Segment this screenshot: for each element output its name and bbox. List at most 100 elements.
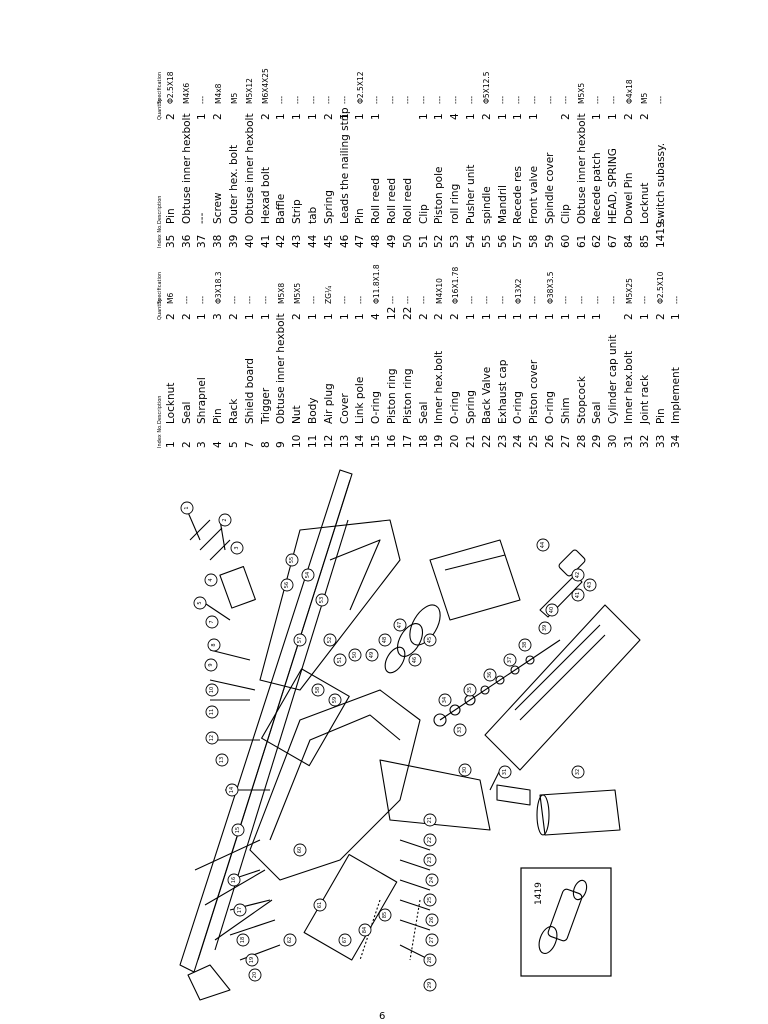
cell-description: Piston ring [401, 368, 414, 424]
cell-specification: M5 [229, 92, 239, 104]
cell-index-no: 15 [370, 434, 383, 448]
callout-balloon: 21 [423, 813, 437, 827]
callout-balloon: 24 [425, 873, 439, 887]
cell-description: Seal [591, 401, 604, 424]
callout-circle [207, 638, 221, 652]
cell-specification: Φ3X18.3 [213, 271, 223, 304]
callout-circle [315, 593, 329, 607]
cell-quantity: 1 [259, 313, 272, 320]
callout-circle [408, 653, 422, 667]
cell-description: roll ring [449, 183, 462, 224]
callout-balloon: 50 [348, 648, 362, 662]
callout-circle [348, 648, 362, 662]
page-number: 6 [379, 1011, 386, 1022]
header-index-no: Index No. [157, 424, 163, 448]
cell-description: tab [307, 206, 320, 224]
cell-index-no: 16 [386, 434, 399, 448]
cell-description: Link pole [354, 376, 367, 424]
cell-index-no: 62 [591, 234, 604, 248]
cell-specification: --- [608, 295, 618, 304]
cell-quantity: 2 [212, 113, 225, 120]
callout-circle [423, 813, 437, 827]
callout-circle [571, 568, 585, 582]
cell-quantity: 2 [180, 313, 193, 320]
callout-number: 25 [427, 897, 433, 903]
cell-index-no: 43 [291, 234, 304, 248]
cell-specification: --- [419, 295, 429, 304]
callout-circle [423, 633, 437, 647]
callout-balloon: 39 [538, 621, 552, 635]
callout-balloon: 9 [204, 658, 218, 672]
callout-balloon: 35 [463, 683, 477, 697]
cell-index-no: 5 [228, 441, 241, 448]
cell-quantity: 1 [338, 313, 351, 320]
cell-index-no: 36 [180, 234, 193, 248]
callout-number: 59 [332, 697, 338, 703]
cell-specification: Φ13X2 [513, 278, 523, 304]
cell-quantity: 2 [259, 113, 272, 120]
callout-number: 35 [467, 687, 473, 693]
cell-index-no: 26 [544, 434, 557, 448]
cell-index-no: 18 [417, 434, 430, 448]
cell-quantity: 1 [307, 313, 320, 320]
cell-index-no: 35 [164, 234, 177, 248]
cell-index-no: 22 [480, 434, 493, 448]
cell-specification: --- [561, 95, 571, 104]
cell-description: O-ring [449, 391, 462, 424]
callout-number: 67 [342, 937, 348, 943]
header-description: Description [157, 195, 163, 224]
cell-description: spindle [480, 186, 493, 224]
callout-circle [180, 501, 194, 515]
cell-specification: --- [592, 95, 602, 104]
cell-quantity: 1 [528, 113, 541, 120]
recede-res [539, 789, 621, 836]
cell-description: Roll reed [401, 177, 414, 224]
callout-number: 20 [252, 972, 258, 978]
callout-number: 46 [412, 657, 418, 663]
cell-index-no: 12 [322, 434, 335, 448]
callout-balloon: 57 [293, 633, 307, 647]
cell-description: O-ring [544, 391, 557, 424]
cell-specification: M6 [166, 292, 176, 304]
cell-specification: --- [403, 295, 413, 304]
callout-circle [358, 923, 372, 937]
cell-description: Back Valve [480, 366, 493, 424]
callout-number: 40 [549, 607, 555, 613]
callout-number: 56 [284, 582, 290, 588]
cell-index-no: 51 [417, 234, 430, 248]
cell-description: Locknut [638, 182, 651, 224]
callout-number: 52 [327, 637, 333, 643]
callout-balloon: 10 [205, 683, 219, 697]
cell-specification: --- [340, 95, 350, 104]
callout-balloon: 20 [248, 968, 262, 982]
callout-balloon: 28 [423, 953, 437, 967]
cell-quantity: 2 [480, 113, 493, 120]
switch-inset-frame [520, 867, 612, 977]
callout-number: 21 [427, 817, 433, 823]
callout-balloon: 18 [236, 933, 250, 947]
cell-description: Obtuse inner hexbolt [243, 113, 256, 224]
cell-description: Nut [291, 405, 304, 424]
callout-number: 55 [289, 557, 295, 563]
cell-index-no: 52 [433, 234, 446, 248]
cell-specification: --- [403, 95, 413, 104]
callout-circle [280, 578, 294, 592]
cell-quantity: 1 [307, 113, 320, 120]
cell-index-no: 20 [449, 434, 462, 448]
callout-balloon: 3 [230, 541, 244, 555]
cell-quantity: 1 [512, 313, 525, 320]
callout-number: 38 [522, 642, 528, 648]
cell-index-no: 46 [338, 234, 351, 248]
cell-description: Dowel Pin [623, 172, 635, 225]
